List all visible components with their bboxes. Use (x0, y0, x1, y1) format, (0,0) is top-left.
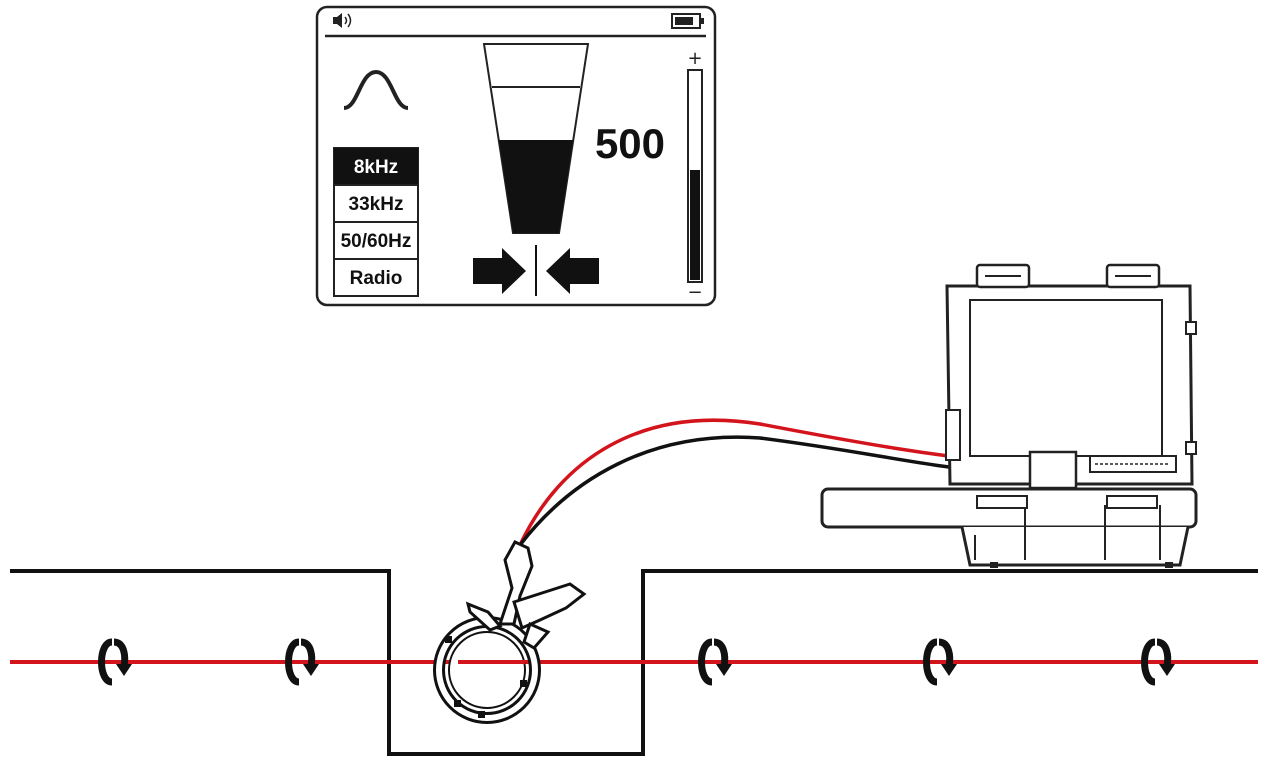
frequency-label: 33kHz (349, 194, 404, 215)
receiver-display: 8kHz 33kHz 50/60Hz Radio 500 (315, 5, 717, 307)
gain-minus-label: − (687, 282, 702, 303)
signal-reading: 500 (595, 120, 665, 167)
transmitter-case (820, 263, 1198, 568)
frequency-option-33khz[interactable]: 33kHz (349, 194, 404, 215)
ground-profile (10, 569, 1258, 756)
left-right-guidance-arrows-icon (473, 245, 599, 296)
peak-mode-icon (343, 69, 409, 110)
signal-strength-fill (499, 140, 573, 233)
frequency-option-50-60hz[interactable]: 50/60Hz (341, 231, 412, 252)
frequency-option-8khz[interactable]: 8kHz (334, 148, 418, 185)
battery-icon (671, 13, 704, 29)
gain-scale: + − (687, 48, 703, 303)
frequency-label: 8kHz (354, 157, 398, 178)
frequency-option-radio[interactable]: Radio (350, 268, 403, 289)
frequency-label: Radio (350, 268, 403, 289)
signal-clamp (433, 540, 587, 724)
signal-strength-bar (482, 43, 590, 234)
gain-level-fill (690, 170, 700, 280)
frequency-label: 50/60Hz (341, 231, 412, 252)
gain-plus-label: + (687, 48, 702, 69)
speaker-icon (333, 13, 352, 28)
frequency-list: 8kHz 33kHz 50/60Hz Radio (333, 147, 419, 297)
